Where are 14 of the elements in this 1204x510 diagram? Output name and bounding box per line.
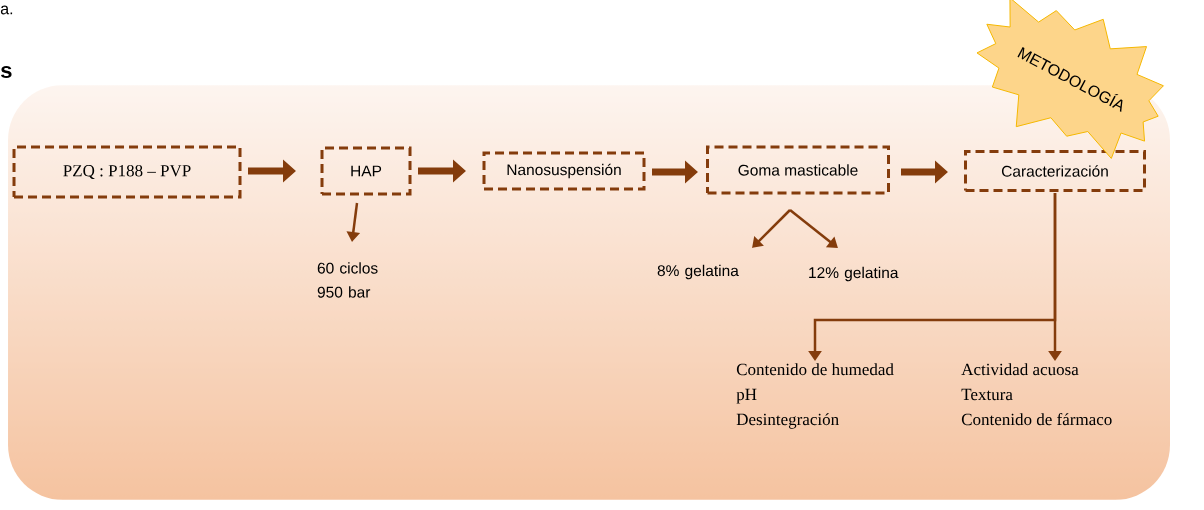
text-list: Actividad acuosa Textura Contenido de fármaco — [961, 363, 1112, 426]
dashed-box: Nanosuspensión — [482, 151, 646, 191]
text-list: Contenido de humedad pH Desintegración — [736, 363, 894, 429]
note-text: 8% gelatina — [657, 264, 739, 280]
dashed-box: HAP — [320, 146, 412, 196]
dashed-box: PZQ : P188 – PVP — [12, 145, 242, 199]
page-text: s — [1, 65, 12, 79]
dashed-box: Goma masticable — [706, 145, 890, 195]
note-text: 60 ciclos 950 bar — [317, 262, 378, 298]
note-text: 12% gelatina — [809, 266, 899, 282]
dashed-box: Caracterización — [964, 150, 1146, 192]
page-text: a. — [0, 5, 13, 15]
arrow — [789, 209, 838, 248]
arrow — [752, 209, 791, 248]
